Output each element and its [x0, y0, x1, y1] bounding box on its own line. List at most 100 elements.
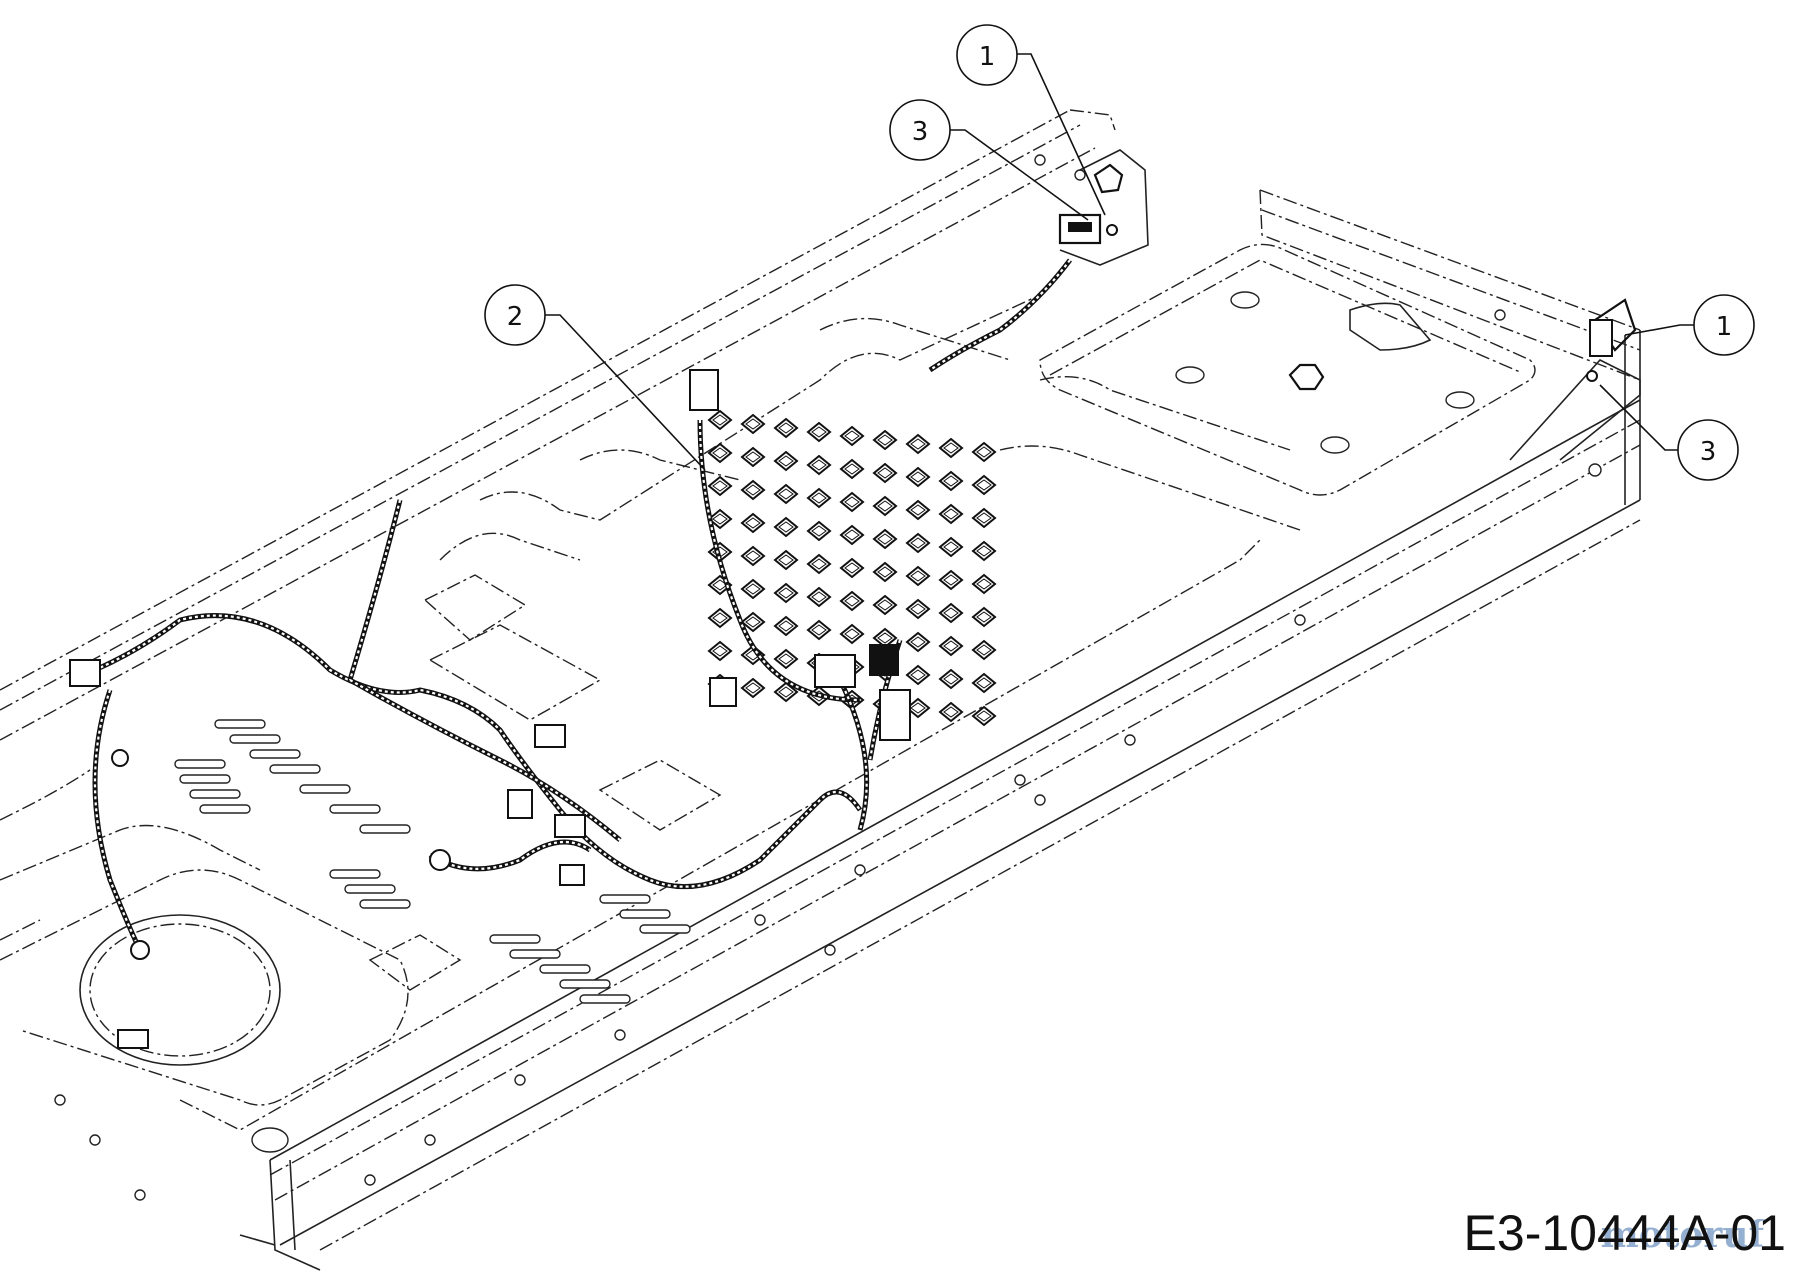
- footrest-pad-inner: [745, 583, 761, 595]
- footrest-pad: [938, 668, 964, 690]
- footrest-pad-inner: [745, 418, 761, 430]
- footrest-pad-inner: [778, 587, 794, 599]
- seat-switch-right: [1509, 298, 1641, 461]
- footrest-pad: [839, 590, 865, 612]
- footrest-pad: [806, 520, 832, 542]
- footrest-pad-inner: [943, 574, 959, 586]
- footrest-pad: [773, 417, 799, 439]
- footrest-pad-inner: [943, 475, 959, 487]
- footrest-pad: [740, 446, 766, 468]
- footrest-pad-inner: [877, 566, 893, 578]
- footrest-pad: [839, 491, 865, 513]
- footrest-pad-inner: [745, 616, 761, 628]
- footrest-pad: [872, 561, 898, 583]
- footrest-pad: [740, 578, 766, 600]
- seat-switch-left: [1058, 149, 1149, 266]
- footrest-pad: [938, 701, 964, 723]
- footrest-pad-inner: [844, 595, 860, 607]
- footrest-pad-inner: [877, 632, 893, 644]
- footrest-pad: [773, 615, 799, 637]
- footrest-pad: [905, 433, 931, 455]
- footrest-pad-inner: [745, 484, 761, 496]
- footrest-pad: [806, 586, 832, 608]
- footrest-pad: [707, 640, 733, 662]
- drawing-number: E3-10444A-01: [1463, 1205, 1786, 1261]
- footrest-pad-inner: [745, 451, 761, 463]
- footrest-pad-inner: [976, 677, 992, 689]
- footrest-pad-inner: [910, 471, 926, 483]
- footrest-pad: [707, 508, 733, 530]
- footrest-pad-inner: [745, 682, 761, 694]
- frame-holes: [54, 154, 1602, 1201]
- vent-slots: [174, 719, 691, 1004]
- floor-pan: [0, 243, 1536, 1131]
- footrest-pad: [938, 437, 964, 459]
- footrest-pad-inner: [778, 488, 794, 500]
- footrest-pad: [740, 512, 766, 534]
- footrest-pad: [707, 475, 733, 497]
- footrest-pad-inner: [811, 459, 827, 471]
- footrest-pad: [773, 483, 799, 505]
- footrest-pad-inner: [943, 442, 959, 454]
- callout-3-right: 3: [1599, 384, 1739, 481]
- footrest-pad-inner: [811, 525, 827, 537]
- wiring-harness: [69, 258, 1072, 1049]
- footrest-pad: [971, 441, 997, 463]
- footrest-pad: [905, 532, 931, 554]
- footrest-pad-inner: [943, 541, 959, 553]
- footrest-pad-inner: [910, 504, 926, 516]
- footrest-pad: [773, 516, 799, 538]
- footrest-pad-inner: [811, 426, 827, 438]
- footrest-pad-inner: [712, 480, 728, 492]
- footrest-pad-inner: [877, 599, 893, 611]
- footrest-pad-inner: [844, 628, 860, 640]
- footrest-pad-inner: [745, 517, 761, 529]
- footrest-pad: [740, 545, 766, 567]
- footrest-pad: [905, 598, 931, 620]
- callout-3-top-label: 3: [912, 117, 929, 147]
- footrest-pad: [872, 495, 898, 517]
- footrest-pad: [905, 565, 931, 587]
- footrest-pad: [839, 623, 865, 645]
- footrest-pad: [872, 594, 898, 616]
- footrest-pad: [740, 479, 766, 501]
- footrest-pad: [971, 540, 997, 562]
- footrest-pad-inner: [910, 669, 926, 681]
- footrest-pad-inner: [745, 550, 761, 562]
- footrest-pad: [806, 619, 832, 641]
- footrest-pad-inner: [778, 686, 794, 698]
- footrest-pad: [773, 648, 799, 670]
- footrest-pad-inner: [844, 463, 860, 475]
- footrest-pad-inner: [844, 496, 860, 508]
- footrest-pad: [938, 503, 964, 525]
- footrest-pad-inner: [844, 529, 860, 541]
- footrest-pad: [773, 450, 799, 472]
- footrest-pad: [839, 458, 865, 480]
- footrest-pad: [971, 573, 997, 595]
- footrest-pad: [806, 553, 832, 575]
- footrest-pad-inner: [877, 467, 893, 479]
- footrest-pad-inner: [910, 438, 926, 450]
- footrest-pad-inner: [877, 434, 893, 446]
- footrest-pad: [905, 631, 931, 653]
- footrest-pad-inner: [811, 624, 827, 636]
- footrest-pad-inner: [943, 640, 959, 652]
- callout-2: 2: [484, 284, 706, 471]
- footrest-pad-inner: [976, 644, 992, 656]
- footrest-pad: [740, 677, 766, 699]
- footrest-pad-inner: [778, 422, 794, 434]
- footrest-pad-inner: [943, 706, 959, 718]
- footrest-pad: [707, 607, 733, 629]
- footrest-pad-inner: [976, 446, 992, 458]
- footrest-pad: [938, 635, 964, 657]
- footrest-pad-inner: [976, 512, 992, 524]
- frame-outline: [0, 109, 1641, 1271]
- footrest-pad: [971, 606, 997, 628]
- footrest-pad: [806, 421, 832, 443]
- footrest-pad: [872, 528, 898, 550]
- footrest-pad-inner: [976, 710, 992, 722]
- footrest-pad-inner: [877, 533, 893, 545]
- footrest-pad-inner: [877, 500, 893, 512]
- footrest-pad: [839, 524, 865, 546]
- callout-1-top: 1: [956, 24, 1106, 216]
